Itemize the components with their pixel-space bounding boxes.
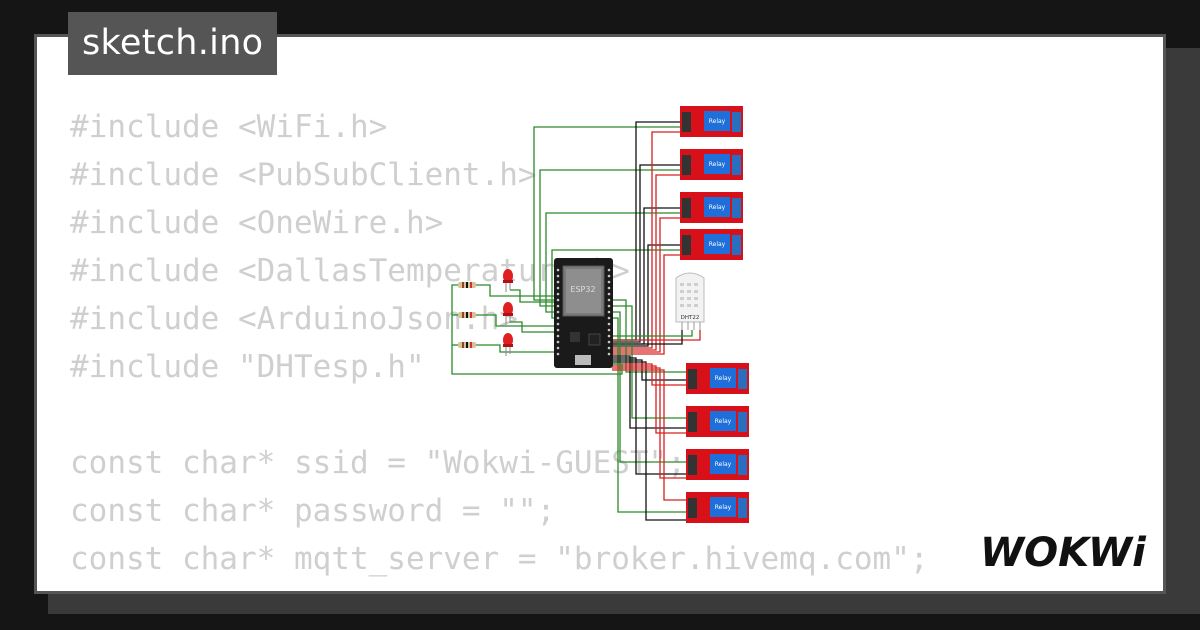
code-line-2: #include <PubSubClient.h>: [70, 157, 537, 193]
relay-label: Relay: [715, 375, 732, 382]
code-line-9: const char* password = "";: [70, 493, 556, 529]
relay-label: Relay: [715, 504, 732, 511]
code-preview: #include <WiFi.h> #include <PubSubClient.…: [70, 103, 1022, 591]
code-line-10: const char* mqtt_server = "broker.hivemq…: [70, 541, 929, 577]
code-line-3: #include <OneWire.h>: [70, 205, 444, 241]
resistor-1[interactable]: [458, 282, 476, 288]
file-tab[interactable]: sketch.ino: [68, 12, 278, 75]
relay-module-1[interactable]: Relay: [680, 106, 743, 137]
relay-label: Relay: [709, 241, 726, 248]
led-1[interactable]: [503, 269, 513, 292]
code-line-1: #include <WiFi.h>: [70, 109, 388, 145]
code-line-5: #include <ArduinoJson.h>: [70, 301, 518, 337]
wokwi-logo: WOKWi: [980, 530, 1147, 576]
relay-module-4[interactable]: Relay: [680, 229, 743, 260]
relay-label: Relay: [715, 418, 732, 425]
code-line-8: const char* ssid = "Wokwi-GUEST";: [70, 445, 686, 481]
relay-module-8[interactable]: Relay: [686, 492, 749, 523]
dht22-sensor[interactable]: DHT22: [675, 272, 705, 330]
esp32-board[interactable]: ESP32: [554, 258, 613, 368]
led-2[interactable]: [503, 302, 513, 325]
esp32-label: ESP32: [570, 285, 595, 294]
relay-module-6[interactable]: Relay: [686, 406, 749, 437]
relay-module-3[interactable]: Relay: [680, 192, 743, 223]
code-line-6: #include "DHTesp.h": [70, 349, 425, 385]
resistor-3[interactable]: [458, 342, 476, 348]
relay-module-2[interactable]: Relay: [680, 149, 743, 180]
relay-label: Relay: [715, 461, 732, 468]
relay-label: Relay: [709, 161, 726, 168]
relay-module-5[interactable]: Relay: [686, 363, 749, 394]
relay-module-7[interactable]: Relay: [686, 449, 749, 480]
relay-label: Relay: [709, 204, 726, 211]
dht22-label: DHT22: [681, 315, 700, 321]
relay-label: Relay: [709, 118, 726, 125]
led-3[interactable]: [503, 333, 513, 356]
resistor-2[interactable]: [458, 312, 476, 318]
wokwi-logo-text: WOKWi: [980, 530, 1147, 576]
code-line-11: const char* topic_state = "d1k2f6m/42209…: [70, 583, 1022, 591]
